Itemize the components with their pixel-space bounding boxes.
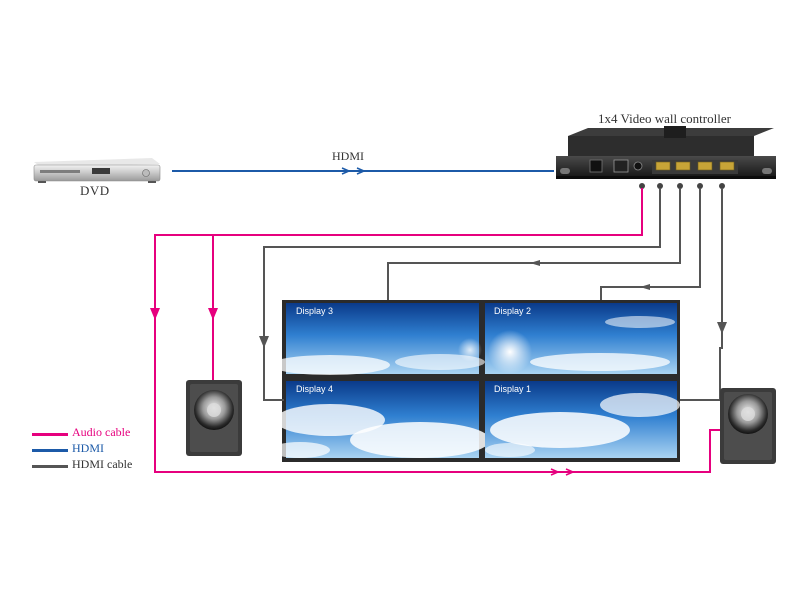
display-4-label: Display 4 (296, 384, 334, 394)
left-speaker (186, 380, 242, 456)
hdmi-input-label: HDMI (332, 149, 364, 163)
audio-cable-arrows (150, 308, 575, 476)
hdmi-input-line (172, 167, 554, 175)
display-1-label: Display 1 (494, 384, 532, 394)
video-wall-controller (556, 126, 776, 189)
dvd-label: DVD (80, 183, 110, 198)
controller-title: 1x4 Video wall controller (598, 111, 731, 126)
legend-audio-label: Audio cable (72, 425, 131, 439)
display-3-label: Display 3 (296, 306, 334, 316)
legend-audio-swatch (32, 433, 68, 436)
display-1-screen (485, 381, 680, 458)
hdmi-cable-arrows (259, 260, 727, 348)
display-3-screen (270, 303, 485, 375)
display-2-label: Display 2 (494, 306, 532, 316)
legend-hdmi-swatch (32, 449, 68, 452)
legend-hdmi-cable-label: HDMI cable (72, 457, 133, 471)
video-wall (270, 300, 680, 462)
legend-hdmi-cable-swatch (32, 465, 68, 468)
dvd-player (33, 158, 161, 183)
legend-hdmi-label: HDMI (72, 441, 104, 455)
display-2-screen (485, 303, 677, 374)
display-4-screen (270, 381, 490, 458)
hdmi-cables (263, 188, 723, 401)
right-speaker (720, 388, 776, 464)
